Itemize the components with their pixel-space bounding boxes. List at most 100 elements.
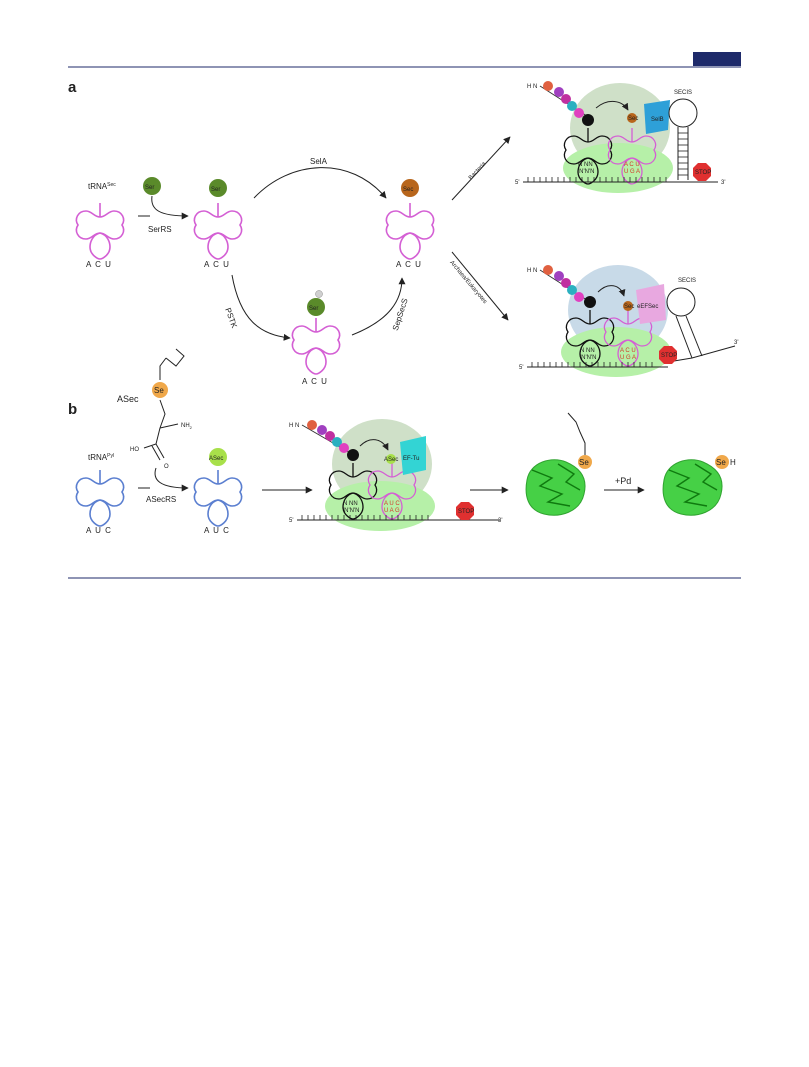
b-mrna-ticks (301, 515, 429, 520)
serrs-label: SerRS (148, 225, 172, 234)
ser-ball-charged (209, 179, 227, 197)
bact-ptrna-top: N NN (578, 162, 593, 168)
bact-secis-label: SECIS (674, 90, 692, 96)
anticodon-4: A C U (396, 260, 422, 269)
bact-ptrna-bottom: 'N'N'N (578, 169, 594, 175)
trna-ser (193, 202, 243, 260)
b-three-prime: 3' (498, 518, 502, 524)
ser-ball-free-label: Ser (145, 185, 154, 191)
selb-label: SelB (651, 117, 664, 123)
header-tab (693, 52, 741, 66)
arch-p-site-ball (584, 296, 596, 308)
asec-ball (209, 448, 227, 466)
bact-p-site-ball (582, 114, 594, 126)
b-five-prime: 5' (289, 518, 293, 524)
anticodon-b2: A U C (204, 526, 230, 535)
sela-arrow (253, 167, 387, 199)
trna-sec-charged (385, 202, 435, 260)
pd-label: +Pd (615, 476, 631, 486)
asecrs-arrow (154, 467, 189, 492)
sepsecs-arrow (351, 277, 406, 336)
asec-nh2: NH2 (181, 423, 193, 430)
selb-factor (644, 100, 670, 134)
ser-ball-charged-label: Ser (211, 187, 220, 193)
bact-peptide-chain (539, 81, 591, 119)
arch-h2n: H N (527, 268, 537, 274)
anticodon-2: A C U (204, 260, 230, 269)
arch-stop-label: STOP (661, 353, 677, 359)
bact-mrna-ticks (527, 177, 667, 182)
pstk-label: PSTK (223, 307, 239, 330)
b-codon-top: A U C (384, 501, 400, 507)
b-stop-sign (456, 502, 474, 520)
trna-pyl-charged (193, 469, 243, 527)
ef-tu-factor (400, 436, 426, 475)
asec-name: ASec (117, 394, 139, 404)
serrs-arrow (151, 195, 189, 220)
panel-b-label: b (68, 401, 77, 418)
asec-se-label: Se (154, 386, 164, 395)
b-asec-ball (386, 454, 396, 464)
bact-three-prime: 3' (721, 180, 725, 186)
trna-sep (291, 317, 341, 375)
archaea-ribosome (561, 265, 671, 377)
b-p-site-ball (347, 449, 359, 461)
b-transfer-arrow (359, 439, 389, 451)
protein-seh-ball (715, 455, 729, 469)
asec-structure (143, 348, 185, 461)
arch-five-prime: 5' (519, 365, 523, 371)
ser-ball-free (143, 177, 161, 195)
arch-three-prime: 3' (734, 340, 738, 346)
b-asec-small: ASec (384, 457, 398, 463)
sela-label: SelA (310, 157, 328, 166)
bact-sec-small: Sec (628, 116, 638, 122)
protein-se-ball (578, 455, 592, 469)
sepsecs-label: SepSecS (391, 297, 410, 332)
b-codon-bottom: U A G (384, 508, 400, 514)
eefsec-factor (636, 284, 666, 324)
archaea-label: Archaea/Eukaryotes (448, 260, 487, 305)
bact-sec-ball (627, 113, 637, 123)
b-ptrna-top: N NN (343, 501, 358, 507)
protein-sec (662, 459, 723, 516)
protein-seh-se: Se (716, 458, 726, 467)
arch-ptrna-top: N NN (580, 348, 595, 354)
bacteria-label: Bacteria (468, 161, 488, 182)
protein-asec (525, 459, 586, 516)
archaea-arrow (451, 251, 509, 321)
anticodon-1: A C U (86, 260, 112, 269)
bact-transfer-arrow (595, 101, 629, 111)
b-stop-label: STOP (458, 509, 474, 515)
b-ptrna-bottom: 'N'N'N (343, 508, 359, 514)
trna-sec-label: tRNASec (88, 182, 116, 191)
bact-five-prime: 5' (515, 180, 519, 186)
b-ribosome (325, 419, 435, 531)
arch-stop-sign (659, 346, 677, 364)
asec-o: O (164, 464, 169, 470)
trna-pyl-label: tRNAPyl (88, 453, 114, 462)
bact-secis (668, 98, 698, 180)
ef-tu-label: EF-Tu (403, 456, 419, 462)
anticodon-3: A C U (302, 377, 328, 386)
protein-seh-h: H (730, 458, 736, 467)
b-peptide-chain (301, 420, 353, 455)
asec-se-ball (152, 382, 168, 398)
sec-ball-label: Sec (403, 187, 413, 193)
arch-codon-top: A C U (620, 348, 636, 354)
protein-allyl-chain (567, 412, 586, 455)
arch-ptrna-bottom: 'N'N'N (580, 355, 596, 361)
arch-secis (666, 287, 736, 363)
bact-h2n: H N (527, 84, 537, 90)
ser-ball-phospho-label: Ser (309, 306, 318, 312)
arch-transfer-arrow (597, 285, 626, 297)
arch-sec-ball (623, 301, 633, 311)
bact-stop-sign (693, 163, 711, 181)
eefsec-label: eEFSec (637, 304, 658, 310)
ser-ball-phospho (307, 298, 325, 316)
trna-pyl (75, 469, 125, 527)
bact-codon-bottom: U G A (624, 169, 640, 175)
bact-codon-top: A C U (624, 162, 640, 168)
arch-peptide-chain (539, 265, 591, 303)
phosphate-icon (315, 290, 323, 298)
